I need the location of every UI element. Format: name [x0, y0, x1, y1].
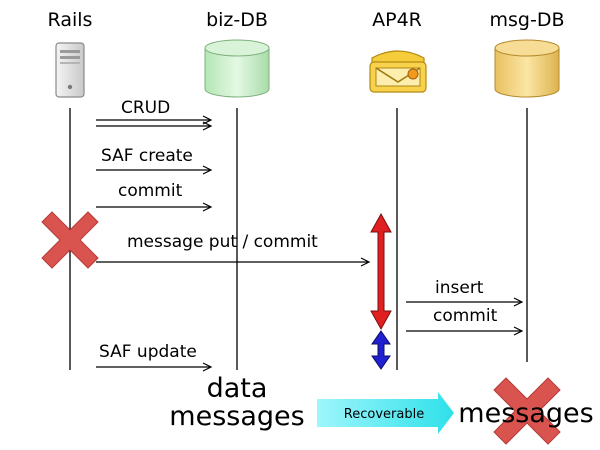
message-saf-create-arrow	[96, 165, 213, 175]
participant-rails-label: Rails	[48, 9, 93, 31]
database-icon	[204, 39, 270, 98]
message-insert-arrow	[406, 297, 524, 307]
message-crud-label: CRUD	[121, 98, 170, 118]
message-saf-update-label: SAF update	[99, 342, 197, 362]
message-commit-msg-db-arrow	[406, 326, 524, 336]
database-icon	[494, 39, 560, 98]
message-insert-label: insert	[435, 278, 484, 298]
footer-data-label: data	[207, 373, 268, 404]
footer-messages-msg-label: messages	[458, 398, 593, 429]
message-saf-update-arrow	[96, 362, 213, 372]
participant-msg-db-label: msg-DB	[490, 9, 565, 31]
message-commit-label: commit	[118, 181, 183, 201]
message-put-commit-arrow	[96, 257, 371, 267]
message-put-commit-label: message put / commit	[127, 232, 318, 252]
server-icon	[55, 42, 85, 98]
message-commit-msg-db-label: commit	[433, 306, 498, 326]
recoverable-arrow	[317, 392, 454, 434]
blue-double-arrow	[371, 330, 391, 370]
message-commit-arrow	[96, 202, 213, 212]
footer-messages-biz-label: messages	[169, 401, 304, 432]
cross-icon	[41, 211, 99, 269]
cross-icon	[493, 377, 561, 445]
participant-biz-db-label: biz-DB	[206, 9, 268, 31]
participant-ap4r-label: AP4R	[372, 9, 422, 31]
recoverable-label: Recoverable	[344, 407, 424, 422]
message-crud-arrow	[96, 115, 213, 131]
envelope-icon	[369, 50, 427, 93]
red-double-arrow	[370, 212, 392, 331]
message-saf-create-label: SAF create	[101, 146, 193, 166]
